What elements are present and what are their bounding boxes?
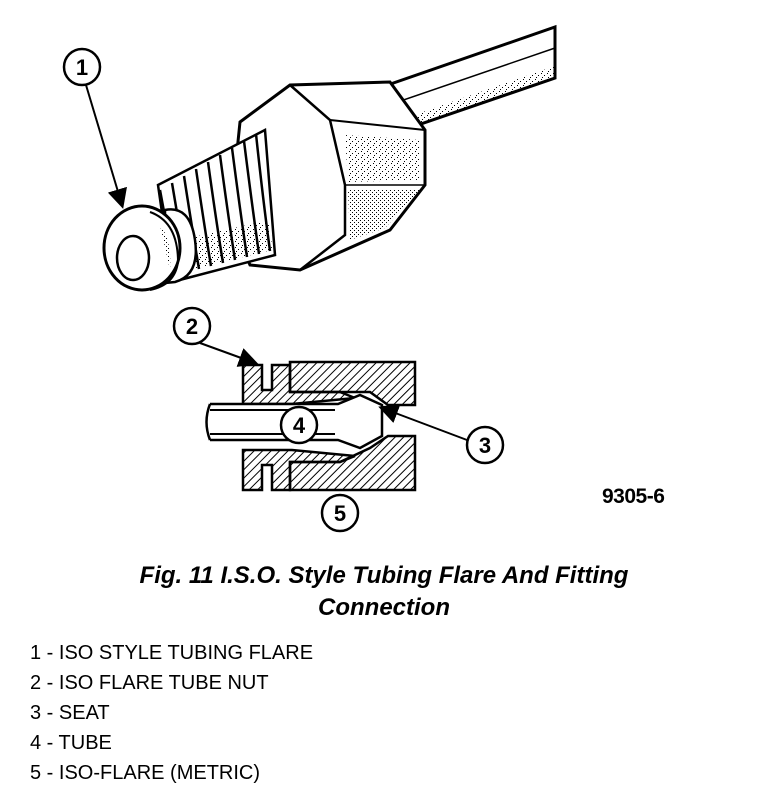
callout-5-label: 5 — [334, 501, 346, 526]
caption-line-2: Connection — [318, 594, 450, 621]
tube-assembly-drawing — [102, 24, 557, 292]
callout-3: 3 — [378, 404, 505, 465]
legend-item-1: 1 - ISO STYLE TUBING FLARE — [30, 642, 314, 664]
callout-3-label: 3 — [479, 433, 491, 458]
caption-line-1: Fig. 11 I.S.O. Style Tubing Flare And Fi… — [139, 562, 629, 589]
callout-2-label: 2 — [186, 314, 198, 339]
callout-4-label: 4 — [293, 413, 306, 438]
figure-code: 9305-6 — [602, 485, 665, 508]
legend-item-2: 2 - ISO FLARE TUBE NUT — [30, 672, 269, 694]
figure-caption: Fig. 11 I.S.O. Style Tubing Flare And Fi… — [0, 560, 768, 624]
legend-item-3: 3 - SEAT — [30, 702, 110, 724]
callout-4: 4 — [279, 405, 319, 445]
tube-nut-section-lower — [241, 448, 356, 492]
iso-flare-illustration: 1 2 3 4 5 — [62, 24, 557, 533]
callout-2: 2 — [172, 306, 259, 367]
flare-tip — [102, 204, 198, 292]
callout-1-label: 1 — [76, 55, 88, 80]
legend-list: 1 - ISO STYLE TUBING FLARE 2 - ISO FLARE… — [30, 638, 313, 788]
legend-item-5: 5 - ISO-FLARE (METRIC) — [30, 762, 261, 784]
callout-1: 1 — [62, 47, 127, 209]
fitting-body-upper — [288, 360, 417, 407]
legend-item-4: 4 - TUBE — [30, 732, 112, 754]
callout-5: 5 — [320, 493, 360, 533]
fitting-body-lower — [288, 434, 417, 492]
